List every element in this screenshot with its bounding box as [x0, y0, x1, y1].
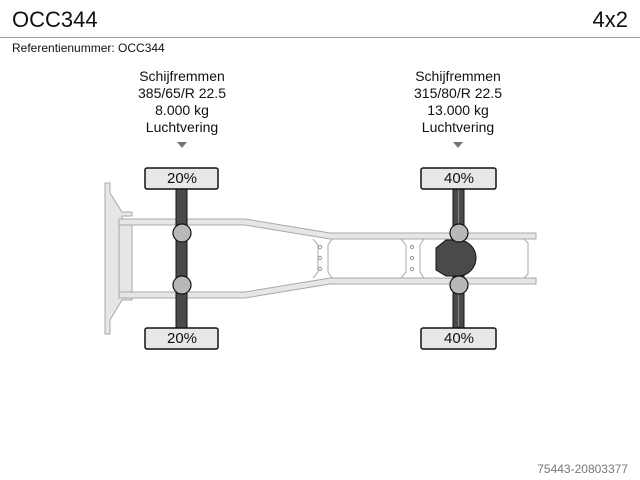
- front-right-tyre: [144, 327, 219, 350]
- arrow-down-icon: [177, 142, 187, 148]
- rear-axle-brakes: Schijfremmen: [415, 68, 501, 84]
- front-left-tread-depth: 20%: [166, 170, 198, 187]
- crossmember-1: [312, 238, 333, 279]
- chassis-frame-upper-rail: [118, 218, 537, 240]
- rear-axle-upper-hub: [449, 223, 469, 243]
- listing-id: 75443-20803377: [537, 462, 628, 476]
- front-axle-beam: [175, 187, 188, 329]
- rear-end-bracket: [523, 238, 529, 279]
- rear-right-tread-depth: 40%: [443, 330, 475, 347]
- front-axle-info: Schijfremmen 385/65/R 22.5 8.000 kg Luch…: [102, 68, 262, 148]
- axle-configuration: 4x2: [592, 7, 628, 32]
- crossmember-2: [400, 238, 425, 279]
- front-axle-lower-hub: [172, 275, 192, 295]
- rear-axle-lower-hub: [449, 275, 469, 295]
- rear-axle-suspension: Luchtvering: [421, 119, 495, 135]
- rear-right-tyre: [420, 327, 497, 350]
- front-axle-suspension: Luchtvering: [145, 119, 219, 135]
- rear-axle-tyre-size: 315/80/R 22.5: [414, 85, 502, 101]
- front-axle-upper-hub: [172, 223, 192, 243]
- front-crossmember: [118, 218, 133, 299]
- arrow-down-icon: [453, 142, 463, 148]
- header-divider: [0, 37, 640, 38]
- reference-number: Referentienummer: OCC344: [12, 41, 165, 55]
- rear-axle-info: Schijfremmen 315/80/R 22.5 13.000 kg Luc…: [378, 68, 538, 148]
- differential: [435, 239, 477, 277]
- rear-left-tread-depth: 40%: [443, 170, 475, 187]
- front-axle-tyre-size: 385/65/R 22.5: [138, 85, 226, 101]
- rear-axle-load: 13.000 kg: [427, 102, 489, 118]
- vehicle-title: OCC344: [12, 7, 98, 32]
- front-axle-brakes: Schijfremmen: [139, 68, 225, 84]
- front-left-tyre: [144, 167, 219, 190]
- rear-left-tyre: [420, 167, 497, 190]
- front-right-tread-depth: 20%: [166, 330, 198, 347]
- front-axle-load: 8.000 kg: [155, 102, 209, 118]
